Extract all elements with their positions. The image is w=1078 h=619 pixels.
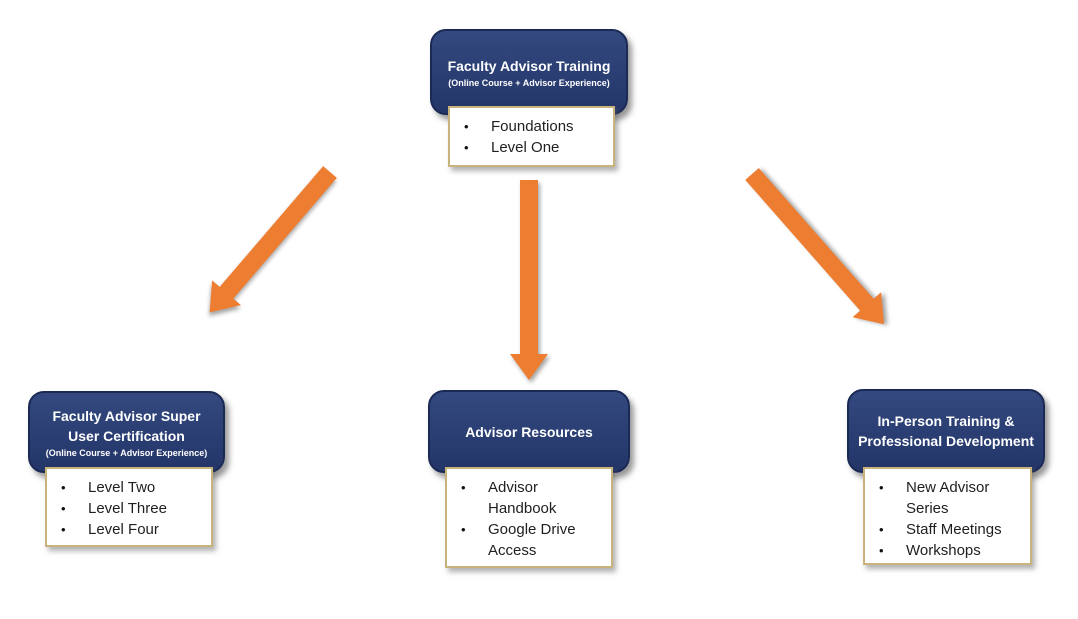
node-title: Faculty Advisor Super User Certification (52, 407, 201, 444)
node-in-person-training: In-Person Training & Professional Develo… (847, 389, 1045, 473)
list-item: • Foundations (464, 116, 609, 137)
bullet-icon: • (461, 480, 466, 495)
list-item-label: Level One (491, 139, 560, 156)
bullet-icon: • (464, 119, 469, 134)
bullet-icon: • (879, 522, 884, 537)
list-item-label: Level Three (88, 500, 167, 517)
list-item: • Level Four (61, 519, 207, 540)
bullet-icon: • (461, 522, 466, 537)
arrow-down-left-icon (209, 166, 337, 313)
list-faculty-advisor-training: • Foundations • Level One (448, 106, 615, 167)
list-item-label: Level Four (88, 521, 159, 538)
list-item: • New Advisor Series (879, 477, 1026, 519)
bullet-icon: • (61, 480, 66, 495)
node-title: In-Person Training & Professional Develo… (858, 413, 1034, 449)
list-item-label: Google Drive Access (488, 521, 576, 559)
bullet-icon: • (61, 522, 66, 537)
list-item-label: Foundations (491, 118, 574, 135)
list-advisor-resources: • Advisor Handbook • Google Drive Access (445, 467, 613, 568)
node-subtitle: (Online Course + Advisor Experience) (448, 77, 610, 88)
list-item: • Staff Meetings (879, 519, 1026, 540)
bullet-icon: • (879, 543, 884, 558)
list-item: • Google Drive Access (461, 519, 607, 561)
list-item: • Workshops (879, 540, 1026, 561)
node-title: Advisor Resources (465, 423, 593, 440)
bullet-icon: • (879, 480, 884, 495)
list-item-label: Advisor Handbook (488, 479, 557, 517)
list-super-user-certification: • Level Two • Level Three • Level Four (45, 467, 213, 547)
node-faculty-advisor-training: Faculty Advisor Training (Online Course … (430, 29, 628, 115)
list-in-person-training: • New Advisor Series • Staff Meetings • … (863, 467, 1032, 565)
list-item-label: Level Two (88, 479, 156, 496)
arrow-down-icon (510, 180, 548, 380)
list-item-label: Workshops (906, 542, 981, 559)
list-item: • Level Two (61, 477, 207, 498)
list-item-label: New Advisor Series (906, 479, 990, 517)
bullet-icon: • (61, 501, 66, 516)
node-title: Faculty Advisor Training (447, 57, 611, 74)
node-subtitle: (Online Course + Advisor Experience) (45, 447, 208, 458)
node-super-user-certification: Faculty Advisor Super User Certification… (28, 391, 225, 473)
node-advisor-resources: Advisor Resources (428, 390, 630, 473)
list-item: • Level Three (61, 498, 207, 519)
list-item: • Advisor Handbook (461, 477, 607, 519)
list-item: • Level One (464, 137, 609, 158)
arrow-down-right-icon (745, 168, 885, 325)
list-item-label: Staff Meetings (906, 521, 1002, 538)
bullet-icon: • (464, 140, 469, 155)
